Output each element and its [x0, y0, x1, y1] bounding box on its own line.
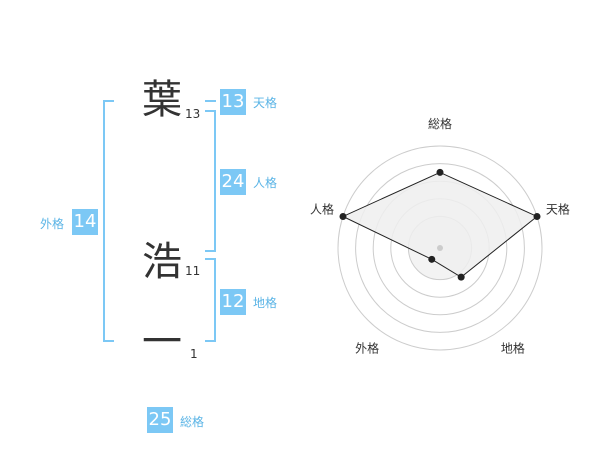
radar-ring — [355, 163, 525, 333]
radar-point-5 — [339, 212, 347, 220]
radar-data-area — [341, 171, 538, 278]
radar-point-1 — [436, 168, 444, 176]
radar-point-3 — [457, 273, 465, 281]
radar-point-4 — [428, 255, 436, 263]
stroke-count-3: 1 — [190, 347, 198, 361]
soukaku-value: 25 — [147, 407, 173, 433]
radar-point-2 — [533, 212, 541, 220]
gaikaku-label: 外格 — [40, 217, 65, 231]
jinkaku-bracket — [205, 110, 216, 252]
gaikaku-value: 14 — [72, 209, 98, 235]
name-char-1: 葉 — [142, 77, 182, 123]
jinkaku-value: 24 — [220, 169, 246, 195]
stroke-count-1: 13 — [185, 107, 201, 121]
tenkaku-value: 13 — [220, 89, 246, 115]
radar-axis-label-5: 人格 — [310, 202, 334, 217]
radar-points — [339, 168, 541, 281]
name-char-3: 一 — [142, 319, 182, 365]
gaikaku-bracket — [103, 100, 114, 342]
radar-axis-label-3: 地格 — [501, 340, 525, 355]
chikaku-bracket — [205, 258, 216, 342]
stroke-count-2: 11 — [185, 264, 201, 278]
name-char-2: 浩 — [142, 239, 182, 285]
jinkaku-label: 人格 — [253, 176, 278, 190]
radar-center-dot — [437, 245, 443, 251]
radar-axis-label-2: 天格 — [546, 202, 570, 217]
tenkaku-label: 天格 — [253, 96, 278, 110]
soukaku-label: 総格 — [180, 415, 205, 429]
tenkaku-connector — [205, 100, 216, 102]
radar-axis-label-4: 外格 — [355, 340, 379, 355]
radar-axis-label-1: 総格 — [428, 116, 452, 131]
chikaku-label: 地格 — [253, 296, 278, 310]
radar-ring — [337, 145, 543, 351]
chikaku-value: 12 — [220, 289, 246, 315]
